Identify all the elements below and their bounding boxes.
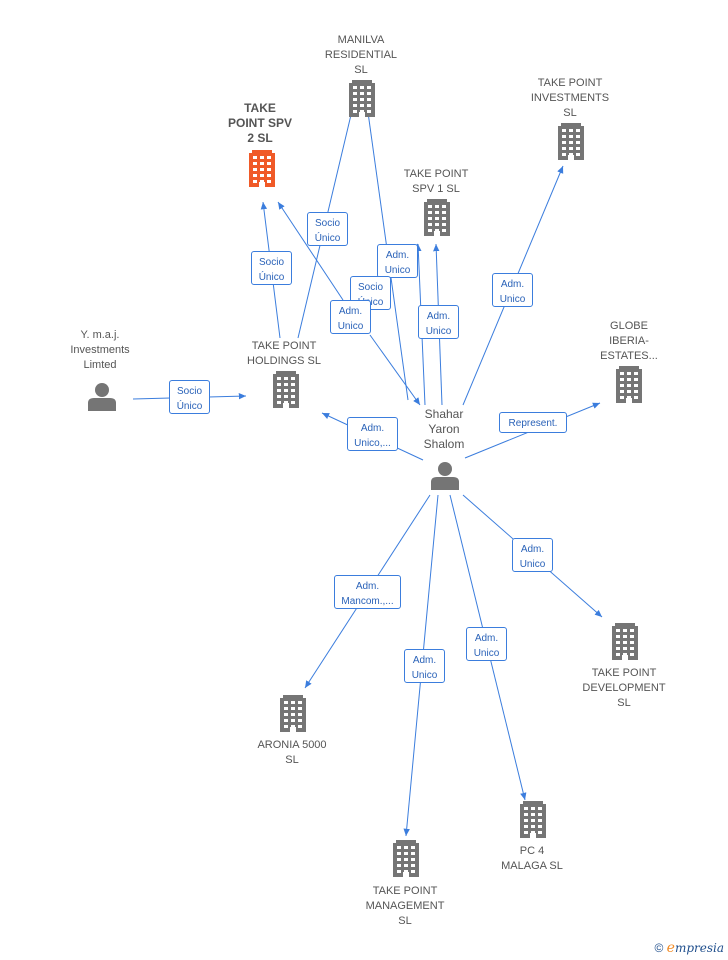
- brand-logo-e: e: [666, 940, 675, 956]
- node-label-tp-management[interactable]: TAKE POINT MANAGEMENT SL: [365, 885, 445, 927]
- relation-label[interactable]: Adm. Unico: [330, 300, 371, 334]
- brand-footer: © empresia: [654, 940, 724, 956]
- building-icon-tp-holdings[interactable]: [273, 371, 299, 408]
- relation-label[interactable]: Socio Único: [307, 212, 348, 246]
- building-icon-aronia[interactable]: [280, 695, 306, 732]
- building-icon-globe[interactable]: [616, 366, 642, 403]
- person-icon-shahar[interactable]: [431, 462, 459, 490]
- relation-label[interactable]: Adm. Unico,...: [347, 417, 398, 451]
- node-label-tp-spv2[interactable]: TAKE POINT SPV 2 SL: [227, 101, 292, 145]
- node-label-tp-investments[interactable]: TAKE POINT INVESTMENTS SL: [530, 77, 610, 119]
- building-icon-tp-spv2[interactable]: [249, 150, 275, 187]
- relation-label[interactable]: Adm. Unico: [492, 273, 533, 307]
- relation-label[interactable]: Socio Único: [169, 380, 210, 414]
- building-icon-tp-spv1[interactable]: [424, 199, 450, 236]
- relation-label[interactable]: Socio Único: [251, 251, 292, 285]
- relation-edge: [277, 201, 344, 301]
- node-label-globe[interactable]: GLOBE IBERIA- ESTATES...: [600, 320, 658, 362]
- brand-logo-text: mpresia: [674, 941, 724, 955]
- building-icon-pc4[interactable]: [520, 801, 546, 838]
- relation-label[interactable]: Adm. Unico: [404, 649, 445, 683]
- edges: [132, 97, 603, 837]
- building-icon-tp-development[interactable]: [612, 623, 638, 660]
- relation-label[interactable]: Adm. Unico: [466, 627, 507, 661]
- building-icon-manilva[interactable]: [349, 80, 375, 117]
- building-icon-tp-investments[interactable]: [558, 123, 584, 160]
- node-label-tp-spv1[interactable]: TAKE POINT SPV 1 SL: [403, 168, 469, 195]
- node-icons: [88, 80, 642, 877]
- person-icon-ymaj[interactable]: [88, 383, 116, 411]
- node-label-manilva[interactable]: MANILVA RESIDENTIAL SL: [324, 34, 398, 76]
- node-label-tp-holdings[interactable]: TAKE POINT HOLDINGS SL: [247, 340, 321, 367]
- node-label-shahar[interactable]: Shahar Yaron Shalom: [423, 407, 465, 451]
- node-label-pc4[interactable]: PC 4 MALAGA SL: [501, 845, 563, 872]
- relation-label[interactable]: Adm. Unico: [418, 305, 459, 339]
- relation-label[interactable]: Adm. Unico: [377, 244, 418, 278]
- relation-label[interactable]: Adm. Mancom.,...: [334, 575, 401, 609]
- copyright-icon: ©: [654, 941, 664, 955]
- relation-label[interactable]: Adm. Unico: [512, 538, 553, 572]
- node-label-ymaj[interactable]: Y. m.a.j. Investments Limted: [70, 329, 130, 371]
- relation-label[interactable]: Represent.: [499, 412, 567, 433]
- node-label-tp-development[interactable]: TAKE POINT DEVELOPMENT SL: [582, 667, 666, 709]
- node-label-aronia[interactable]: ARONIA 5000 SL: [257, 739, 327, 766]
- relation-edge: [369, 334, 421, 406]
- building-icon-tp-management[interactable]: [393, 840, 419, 877]
